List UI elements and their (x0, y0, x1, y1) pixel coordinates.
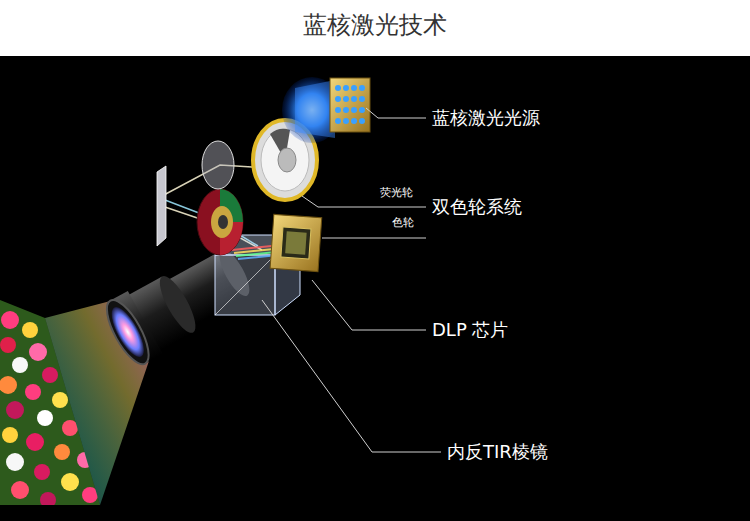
laser-source (282, 77, 370, 143)
part-sublabel: 色轮 (392, 216, 414, 229)
part-sublabel: 荧光轮 (380, 186, 413, 199)
relay-lens (202, 141, 234, 189)
part-label: 内反TIR棱镜 (447, 441, 548, 463)
dlp-chip (270, 214, 322, 271)
leader-line (322, 238, 426, 239)
leader-line (262, 300, 441, 452)
light-cone (45, 298, 152, 505)
colour-wheel (197, 189, 243, 255)
part-label: 双色轮系统 (432, 196, 522, 218)
title: 蓝核激光技术 (0, 11, 750, 40)
mirror (157, 166, 166, 246)
leader-line (312, 280, 426, 330)
leader-lines (262, 108, 441, 452)
part-label: 蓝核激光光源 (432, 107, 540, 129)
leader-line (366, 108, 426, 118)
title-band (0, 0, 750, 56)
part-label: DLP 芯片 (432, 319, 508, 341)
black-ground (0, 56, 750, 521)
